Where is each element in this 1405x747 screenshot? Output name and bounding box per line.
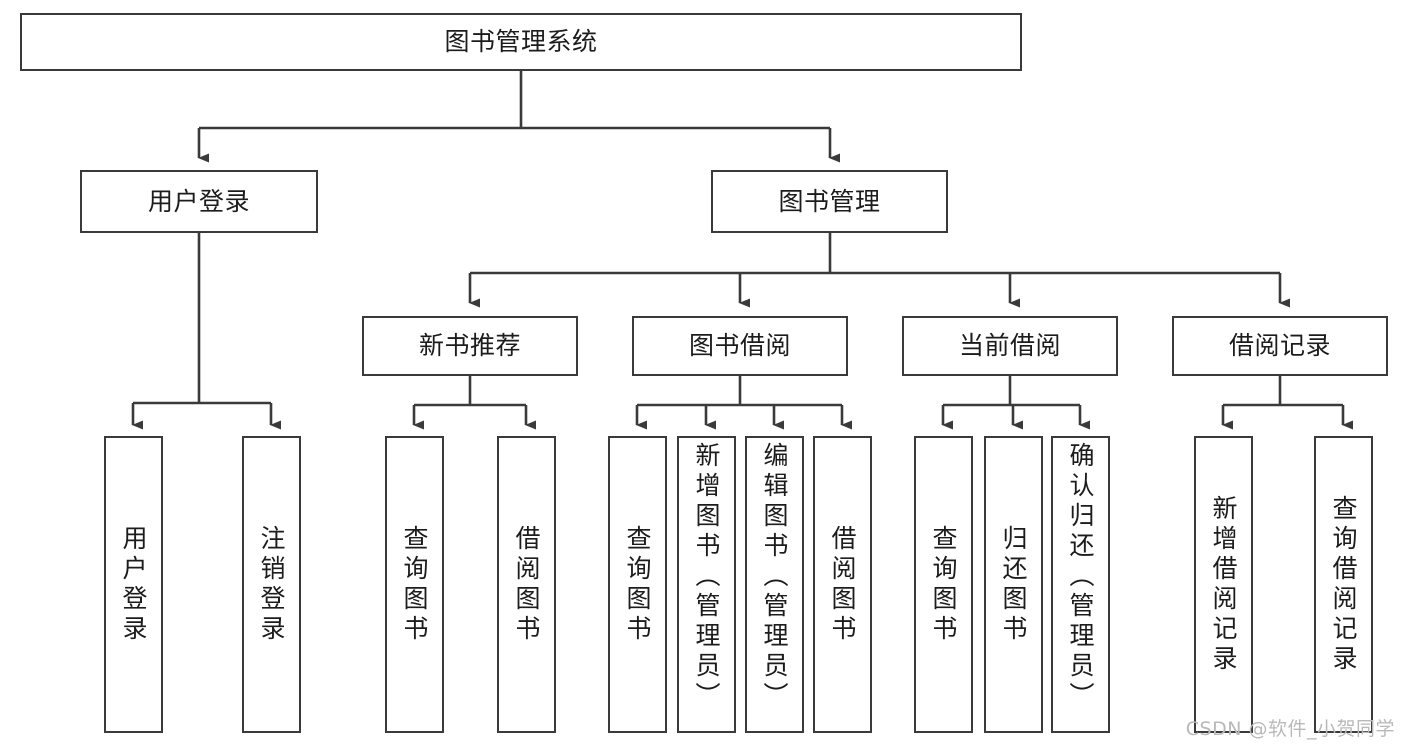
leaf-borrow-add-book-admin[interactable]: 新增图书（管理员） xyxy=(677,436,736,733)
node-label: 当前借阅 xyxy=(958,331,1061,361)
leaf-new-book-borrow[interactable]: 借阅图书 xyxy=(497,436,556,733)
node-label: 确认归还（管理员） xyxy=(1066,442,1095,712)
node-label: 编辑图书（管理员） xyxy=(760,442,789,712)
node-label: 归还图书 xyxy=(999,524,1028,645)
node-label: 图书借阅 xyxy=(688,331,791,361)
leaf-user-login-signin[interactable]: 用户登录 xyxy=(104,436,163,733)
node-label: 借阅记录 xyxy=(1228,331,1331,361)
node-label: 借阅图书 xyxy=(828,524,857,645)
node-new-book-recommend[interactable]: 新书推荐 xyxy=(362,316,578,376)
leaf-record-query-record[interactable]: 查询借阅记录 xyxy=(1314,436,1373,733)
node-label: 查询图书 xyxy=(623,524,652,645)
node-borrow-record[interactable]: 借阅记录 xyxy=(1172,316,1388,376)
node-current-borrow[interactable]: 当前借阅 xyxy=(902,316,1118,376)
node-label: 图书管理 xyxy=(778,186,881,216)
node-label: 用户登录 xyxy=(119,524,148,645)
node-label: 新书推荐 xyxy=(418,331,521,361)
leaf-borrow-query-book[interactable]: 查询图书 xyxy=(608,436,667,733)
node-label: 新增借阅记录 xyxy=(1209,494,1238,675)
watermark-text: CSDN @软件_小贺同学 xyxy=(1185,718,1395,740)
leaf-user-login-signout[interactable]: 注销登录 xyxy=(242,436,301,733)
leaf-borrow-borrow-book[interactable]: 借阅图书 xyxy=(813,436,872,733)
node-root-system[interactable]: 图书管理系统 xyxy=(20,13,1022,71)
leaf-new-book-query[interactable]: 查询图书 xyxy=(385,436,444,733)
node-label: 用户登录 xyxy=(147,186,250,216)
node-label: 查询图书 xyxy=(929,524,958,645)
node-label: 注销登录 xyxy=(257,524,286,645)
node-label: 查询借阅记录 xyxy=(1329,494,1358,675)
leaf-borrow-edit-book-admin[interactable]: 编辑图书（管理员） xyxy=(745,436,804,733)
node-label: 新增图书（管理员） xyxy=(692,442,721,712)
node-book-borrow[interactable]: 图书借阅 xyxy=(632,316,848,376)
node-label: 借阅图书 xyxy=(512,524,541,645)
leaf-record-add-record[interactable]: 新增借阅记录 xyxy=(1194,436,1253,733)
leaf-current-confirm-return-admin[interactable]: 确认归还（管理员） xyxy=(1051,436,1110,733)
node-user-login[interactable]: 用户登录 xyxy=(80,170,318,233)
leaf-current-return-book[interactable]: 归还图书 xyxy=(984,436,1043,733)
node-book-management[interactable]: 图书管理 xyxy=(711,170,948,233)
node-label: 查询图书 xyxy=(400,524,429,645)
node-label: 图书管理系统 xyxy=(444,27,598,57)
leaf-current-query-book[interactable]: 查询图书 xyxy=(914,436,973,733)
